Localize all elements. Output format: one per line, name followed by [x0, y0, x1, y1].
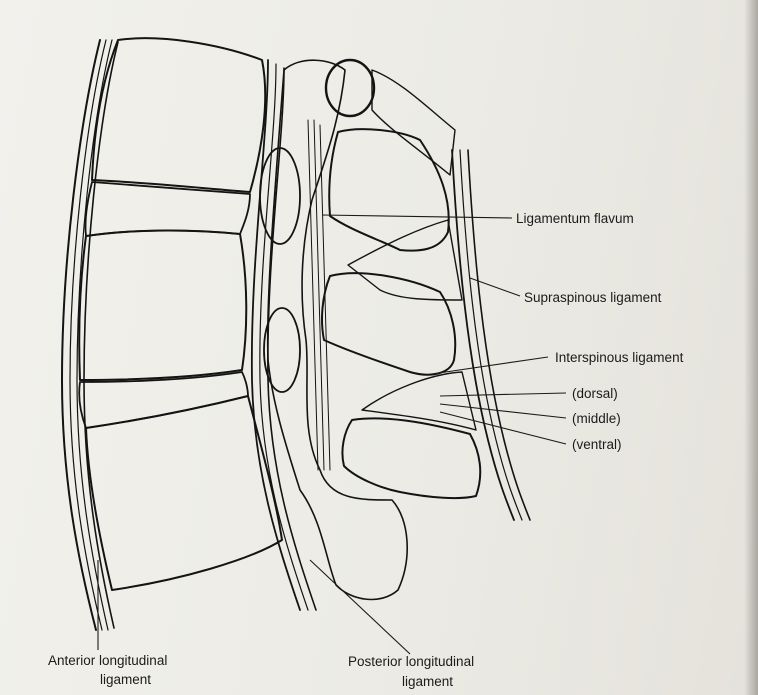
leader-dorsal	[440, 393, 566, 396]
label-posterior-line2: ligament	[402, 674, 453, 689]
vertebral-body-upper	[92, 38, 265, 192]
posterior-elements	[260, 60, 407, 599]
vertebral-bodies	[79, 38, 282, 590]
page-shadow-edge	[744, 0, 758, 695]
facet-joint	[326, 60, 374, 116]
spinous-processes	[322, 129, 480, 498]
leader-ligamentum-flavum	[322, 215, 512, 218]
intervertebral-discs	[79, 182, 250, 428]
spinous-process-upper	[329, 129, 448, 250]
label-middle: (middle)	[572, 411, 621, 426]
label-interspinous-ligament: Interspinous ligament	[555, 350, 684, 365]
vertebral-body-lower	[86, 396, 282, 590]
label-posterior-line1: Posterior longitudinal	[348, 654, 474, 669]
leader-middle	[440, 404, 566, 418]
label-anterior-line2: ligament	[100, 672, 151, 687]
label-dorsal: (dorsal)	[572, 386, 618, 401]
leader-posterior	[310, 560, 410, 654]
label-anterior-line1: Anterior longitudinal	[48, 653, 167, 668]
spinous-process-lower	[342, 418, 480, 498]
intervertebral-foramen-lower	[264, 308, 300, 392]
label-ligamentum-flavum: Ligamentum flavum	[516, 211, 634, 226]
spinous-process-middle	[322, 273, 455, 375]
leader-lines	[98, 215, 566, 654]
vertebral-body-middle	[79, 231, 246, 381]
leader-supraspinous	[470, 278, 520, 296]
anterior-longitudinal-ligament-band	[62, 40, 118, 630]
intervertebral-foramen-upper	[260, 148, 300, 244]
label-supraspinous-ligament: Supraspinous ligament	[524, 290, 662, 305]
label-ventral: (ventral)	[572, 437, 622, 452]
labels: Ligamentum flavum Supraspinous ligament …	[48, 211, 684, 689]
supraspinous-ligament-band	[452, 150, 530, 520]
